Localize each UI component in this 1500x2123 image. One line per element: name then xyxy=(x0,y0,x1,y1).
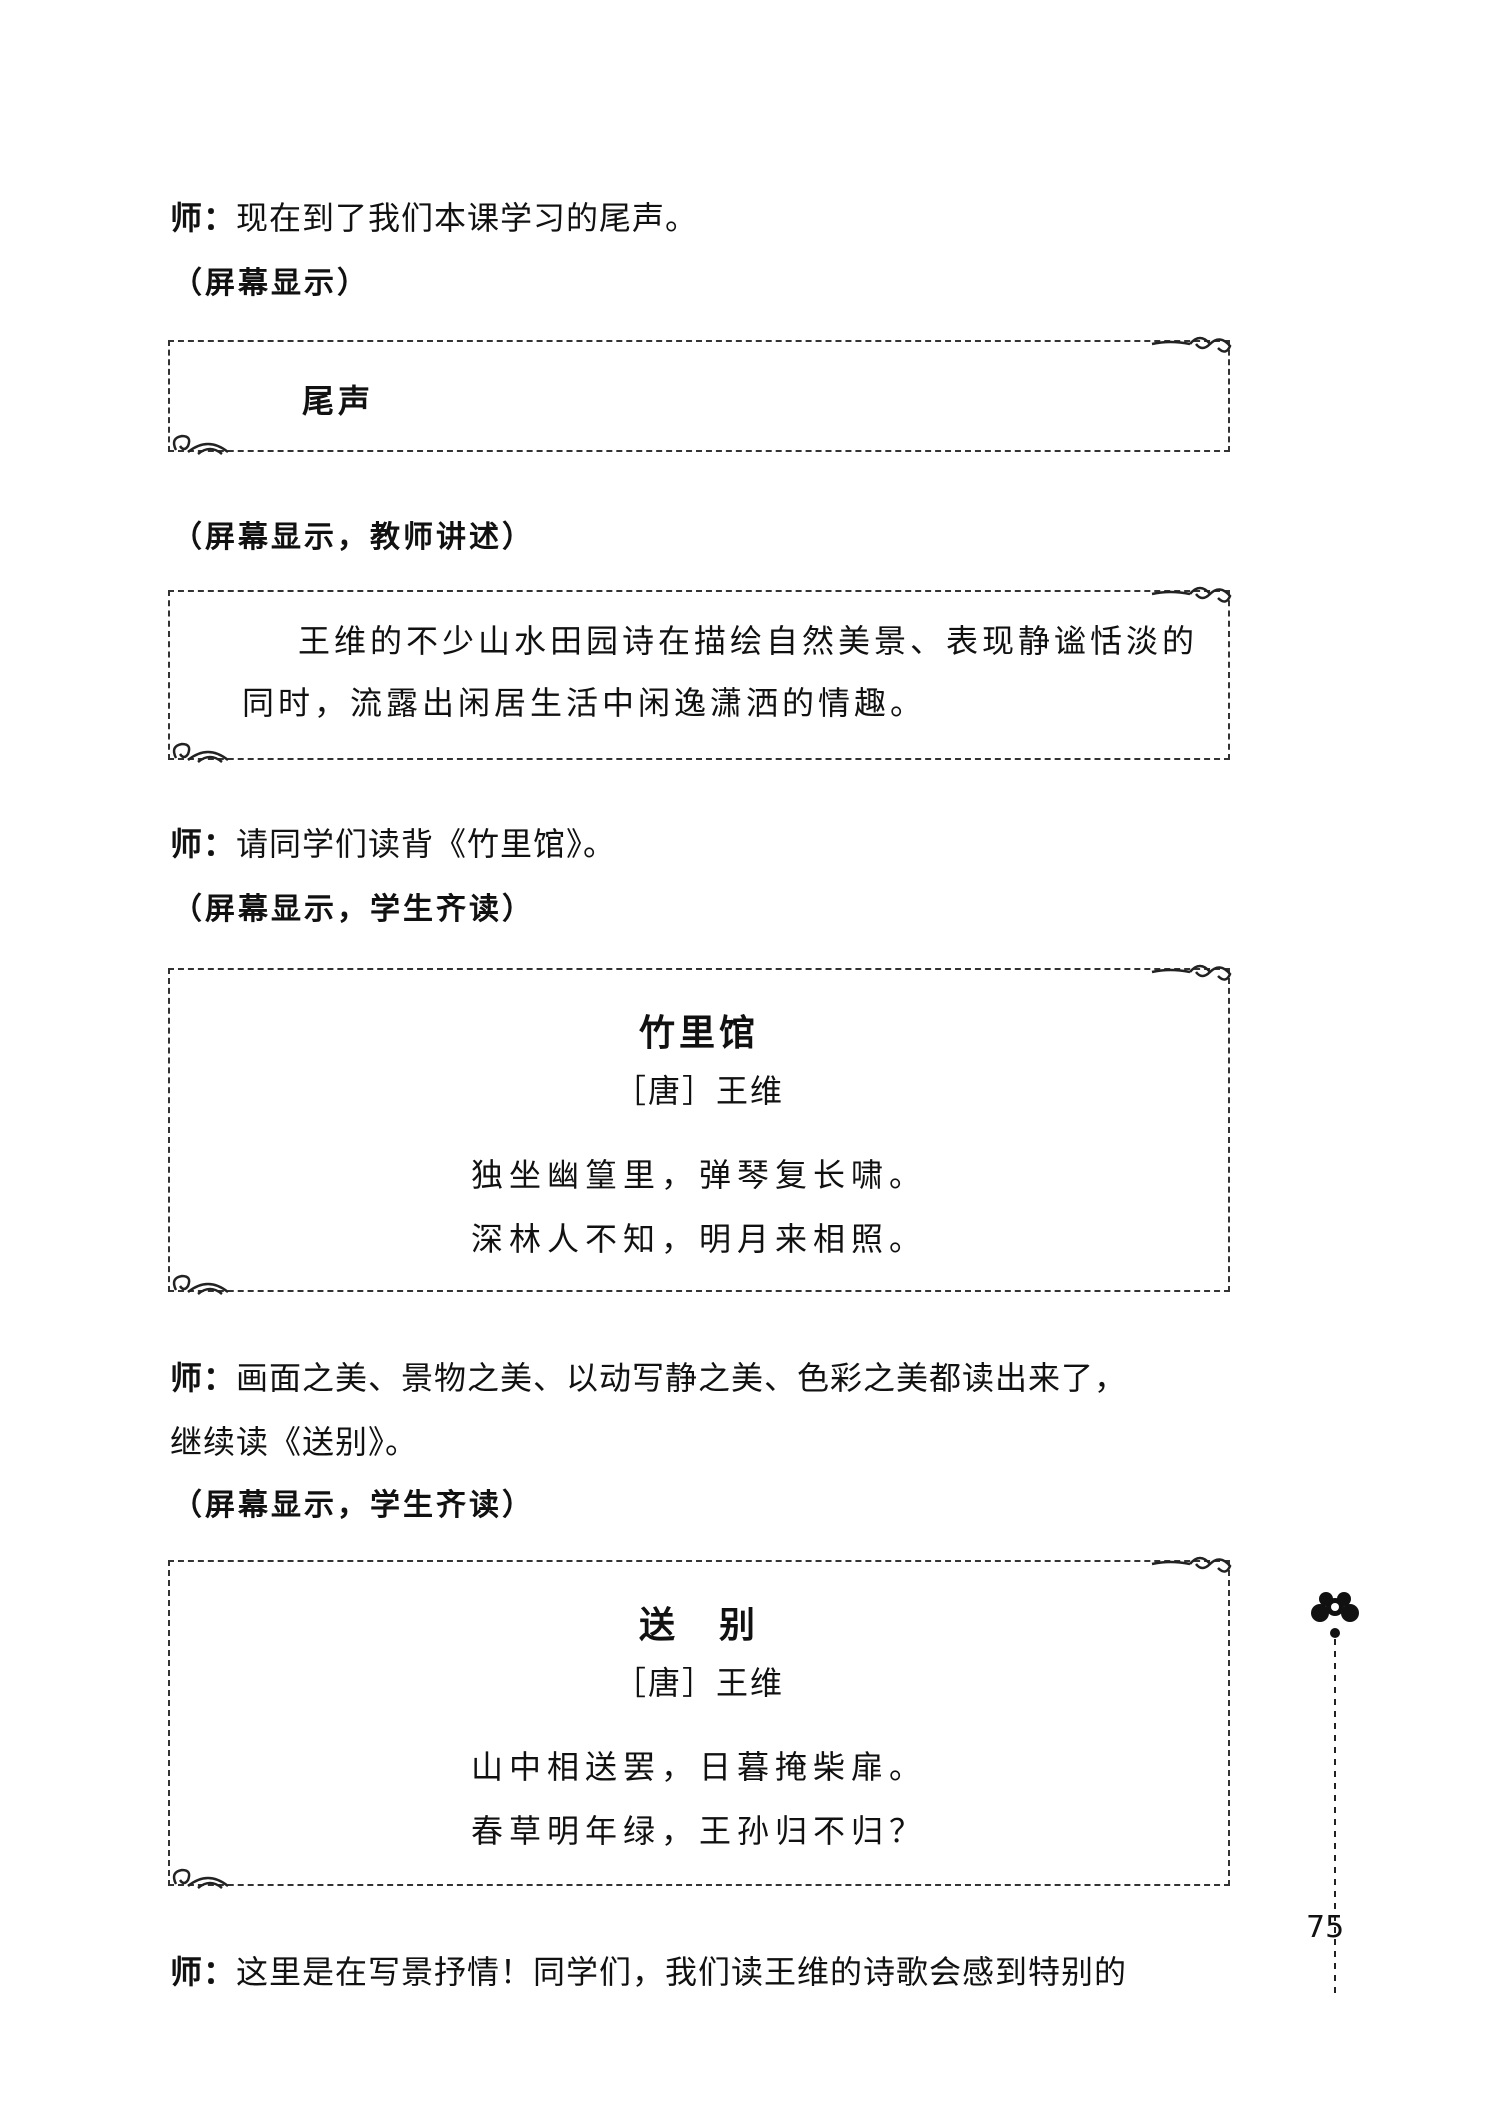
page-number: 75 xyxy=(1306,1910,1345,1945)
screen-note-2: （屏幕显示，教师讲述） xyxy=(172,520,535,555)
teacher-line-3: 师：画面之美、景物之美、以动写静之美、色彩之美都读出来了， xyxy=(170,1346,1230,1410)
poem-title: 竹里馆 xyxy=(638,1013,759,1054)
speaker-label: 师： xyxy=(170,1953,237,1991)
screen-note-1: （屏幕显示） xyxy=(172,266,370,301)
flourish-ornament-icon xyxy=(172,434,229,455)
speaker-label: 师： xyxy=(170,1359,237,1397)
flourish-ornament-icon xyxy=(172,1868,229,1889)
flourish-ornament-icon xyxy=(1151,336,1232,353)
teacher-line-4: 师：这里是在写景抒情！同学们，我们读王维的诗歌会感到特别的 xyxy=(170,1940,1230,2004)
poem-author: ［唐］王维 xyxy=(613,1664,784,1702)
poem-line-2: 春草明年绿，王孙归不归？ xyxy=(470,1812,927,1850)
poem-box-zhuliguan: 竹里馆 ［唐］王维 独坐幽篁里，弹琴复长啸。 深林人不知，明月来相照。 xyxy=(168,968,1230,1292)
poem-line-2: 深林人不知，明月来相照。 xyxy=(470,1220,927,1258)
poem-line-1: 独坐幽篁里，弹琴复长啸。 xyxy=(470,1156,927,1194)
narration-line-2: 同时，流露出闲居生活中闲逸潇洒的情趣。 xyxy=(242,684,927,722)
flourish-ornament-icon xyxy=(1151,964,1232,981)
flourish-ornament-icon xyxy=(1151,1556,1232,1573)
screen-box-narration: 王维的不少山水田园诗在描绘自然美景、表现静谧恬淡的 同时，流露出闲居生活中闲逸潇… xyxy=(168,590,1230,760)
speaker-label: 师： xyxy=(170,825,237,863)
teacher-line-3-cont: 继续读《送别》。 xyxy=(170,1423,419,1461)
screen-box-coda: 尾声 xyxy=(168,340,1230,452)
flourish-ornament-icon xyxy=(1151,586,1232,603)
line-text: 请同学们读背《竹里馆》。 xyxy=(236,825,617,863)
teacher-line-1: 师：现在到了我们本课学习的尾声。 xyxy=(170,186,1230,250)
poem-title: 送 别 xyxy=(638,1605,759,1646)
screen-note-3: （屏幕显示，学生齐读） xyxy=(172,892,535,927)
line-text: 现在到了我们本课学习的尾声。 xyxy=(236,199,699,237)
screen-note-4: （屏幕显示，学生齐读） xyxy=(172,1488,535,1523)
flourish-ornament-icon xyxy=(172,742,229,763)
narration-line-1: 王维的不少山水田园诗在描绘自然美景、表现静谧恬淡的 xyxy=(298,622,1199,660)
poem-author: ［唐］王维 xyxy=(613,1072,784,1110)
line-text: 这里是在写景抒情！同学们，我们读王维的诗歌会感到特别的 xyxy=(236,1953,1128,1991)
line-text: 画面之美、景物之美、以动写静之美、色彩之美都读出来了， xyxy=(236,1359,1128,1397)
teacher-line-2: 师：请同学们读背《竹里馆》。 xyxy=(170,812,1230,876)
poem-box-songbie: 送 别 ［唐］王维 山中相送罢，日暮掩柴扉。 春草明年绿，王孙归不归？ xyxy=(168,1560,1230,1886)
flower-ornament-icon xyxy=(1311,1592,1359,1995)
flourish-ornament-icon xyxy=(172,1274,229,1295)
box-heading: 尾声 xyxy=(302,382,375,420)
speaker-label: 师： xyxy=(170,199,237,237)
poem-line-1: 山中相送罢，日暮掩柴扉。 xyxy=(470,1748,927,1786)
